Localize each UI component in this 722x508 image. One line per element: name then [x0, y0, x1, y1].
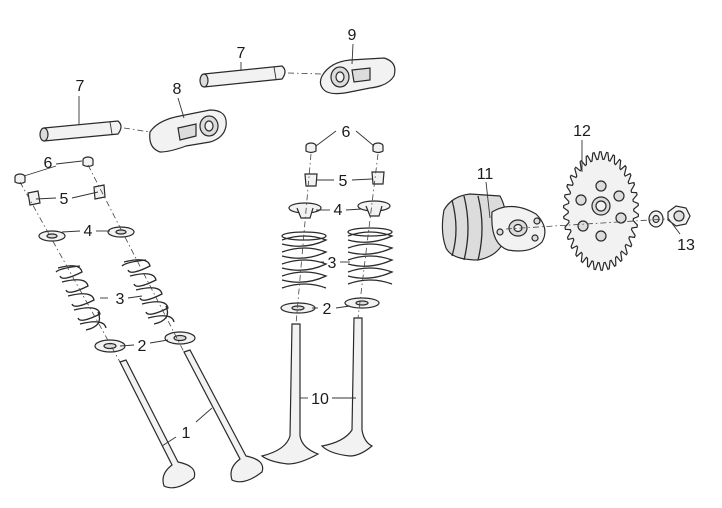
adjuster-cap-left-b: [82, 156, 94, 168]
valve-left-a: [119, 359, 196, 489]
sprocket-bolt: [667, 205, 691, 227]
adjuster-cap-left-a: [14, 173, 26, 185]
spring-retainer-right-b: [357, 200, 391, 217]
callout-3-right: 3: [328, 255, 337, 272]
spring-retainer-right-a: [288, 202, 322, 219]
valve-collet-right-a: [304, 173, 318, 187]
callout-4-right: 4: [334, 202, 343, 219]
callout-12: 12: [573, 123, 591, 140]
callout-8: 8: [173, 81, 182, 98]
callout-5-left: 5: [60, 191, 69, 208]
rocker-arm-left: [149, 109, 227, 153]
callout-5-right: 5: [339, 173, 348, 190]
callout-2-right: 2: [323, 301, 332, 318]
callout-13: 13: [677, 237, 695, 254]
valve-collet-left-b: [93, 184, 106, 200]
valve-spring-left-a: [55, 265, 107, 331]
callout-10: 10: [311, 391, 329, 408]
valve-collet-right-b: [371, 171, 385, 185]
leader-lines: [23, 43, 681, 447]
callout-11: 11: [477, 166, 494, 183]
rocker-shaft-left: [39, 120, 122, 142]
callout-9: 9: [348, 27, 357, 44]
callout-4-left: 4: [84, 223, 93, 240]
spring-seat-left-b: [164, 331, 196, 345]
rocker-arm-right: [319, 57, 396, 95]
camshaft: [441, 193, 546, 261]
sprocket-washer: [648, 210, 664, 228]
callout-6-left: 6: [44, 155, 53, 172]
valve-collet-left-a: [27, 190, 41, 206]
spring-retainer-left-a: [38, 230, 66, 242]
spring-seat-right-b: [344, 297, 380, 309]
valve-spring-left-b: [121, 259, 175, 325]
valve-spring-right-a: [281, 231, 328, 289]
adjuster-cap-right-b: [372, 142, 384, 154]
callout-1: 1: [182, 425, 191, 442]
valve-right-b: [320, 317, 374, 457]
callout-2-left: 2: [138, 338, 147, 355]
callout-7-right: 7: [237, 45, 246, 62]
rocker-shaft-right: [199, 65, 286, 88]
callout-6-right: 6: [342, 124, 351, 141]
callout-3-left: 3: [116, 291, 125, 308]
valve-right-a: [260, 323, 320, 465]
adjuster-cap-right-a: [305, 142, 317, 154]
cam-sprocket: [562, 151, 640, 271]
valve-left-b: [183, 349, 264, 483]
callout-7-left: 7: [76, 78, 85, 95]
valve-spring-right-b: [347, 227, 394, 285]
spring-retainer-left-b: [107, 226, 135, 238]
